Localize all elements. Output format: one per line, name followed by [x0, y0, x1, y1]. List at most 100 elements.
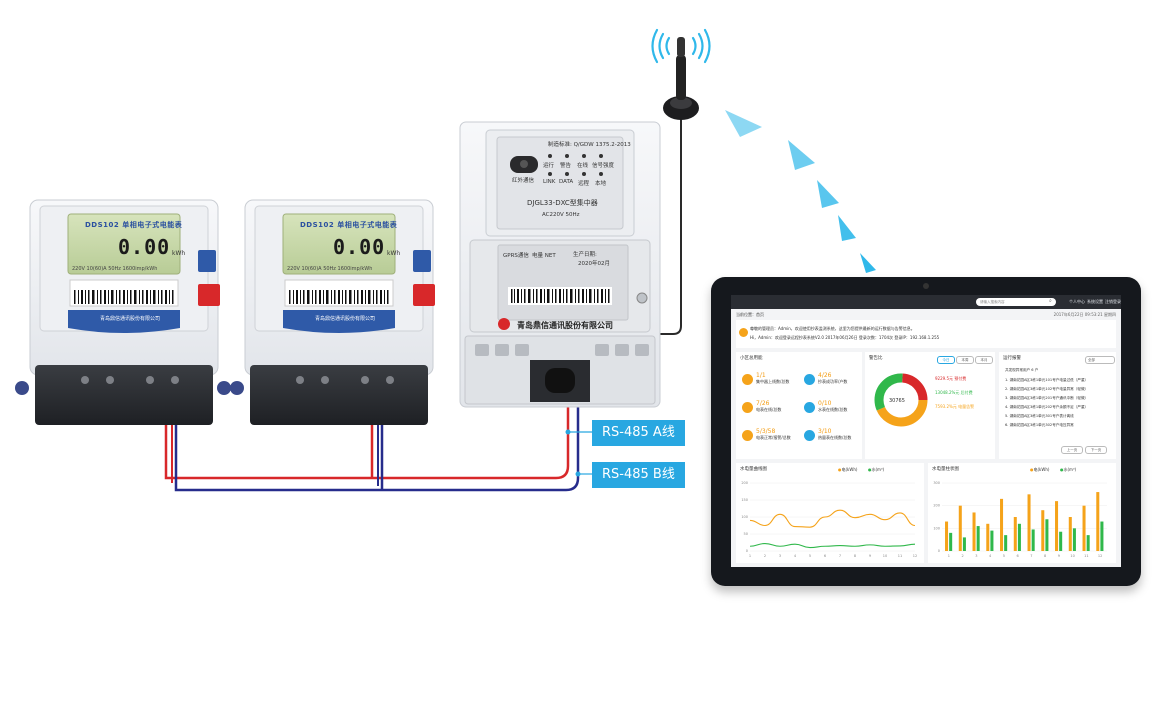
dashboard-screen: 请输入搜索内容 ⌕ 个人中心 系统设置 注销登录 当前位置：首页 2017年6月…: [731, 295, 1121, 567]
x-tick-label: 5: [809, 554, 811, 558]
meter2-maker: 青岛鼎信通讯股份有限公司: [315, 316, 376, 322]
x-tick-label: 7: [839, 554, 841, 558]
x-tick-label: 2: [962, 554, 964, 558]
date-label: 生产日期:: [573, 252, 597, 258]
y-tick-label: 300: [933, 481, 940, 485]
x-tick-label: 4: [794, 554, 797, 558]
x-tick-label: 2: [764, 554, 766, 558]
bar-0-4: [1000, 498, 1004, 551]
gprs-label: GPRS通信: [503, 253, 529, 259]
x-tick-label: 10: [1070, 554, 1074, 558]
bar-1-3: [990, 530, 994, 551]
x-tick-label: 3: [975, 554, 977, 558]
alarm-tab-today[interactable]: 今日: [937, 356, 955, 364]
concentrator-logo-icon: [498, 318, 510, 330]
bar-0-10: [1082, 505, 1086, 551]
arrow-4: [838, 215, 856, 241]
datetime: 2017年6月22日 09:53:21 星期四: [1053, 312, 1116, 317]
gprs-antenna: [651, 28, 711, 335]
run-item-6[interactable]: 6. 湖南花园A区3栋1单元302号户电压异常: [1005, 423, 1074, 427]
breadcrumb: 当前位置：首页: [736, 312, 764, 317]
notice-panel: 尊敬的管理员：Admin，欢迎使用抄表监测系统，这里为您提供最新的运行数据与告警…: [736, 320, 1116, 348]
bar-0-6: [1027, 494, 1031, 551]
concentrator-company: 青岛鼎信通讯股份有限公司: [517, 321, 613, 330]
arrow-1: [725, 110, 762, 137]
infrared-label: 红外通信: [512, 178, 535, 184]
x-tick-label: 8: [1044, 554, 1046, 558]
indicator-label-1: 运行: [543, 163, 555, 169]
bar-0-0: [945, 521, 949, 551]
stats-title: 小区总用能: [740, 356, 763, 361]
avatar: [739, 328, 748, 337]
run-item-3[interactable]: 3. 湖南花园A区3栋1单元201号户通讯中断（轻微）: [1005, 396, 1089, 400]
rs485-a-label: RS-485 A线: [592, 420, 685, 446]
indicator2-label-4: 本地: [595, 181, 607, 187]
bar-0-11: [1096, 492, 1100, 551]
bar-1-10: [1086, 535, 1090, 551]
concentrator-model: DJGL33-DXC型集中器: [527, 199, 598, 207]
meter2-spec: 220V 10(60)A 50Hz 1600imp/kWh: [287, 266, 373, 272]
y-tick-label: 200: [933, 504, 940, 508]
wire-b-blue: [174, 396, 580, 492]
bar-0-2: [972, 512, 976, 551]
y-tick-label: 50: [744, 532, 748, 536]
search-icon[interactable]: ⌕: [1049, 298, 1052, 304]
line-legend-elec: ●电(kWh): [838, 467, 858, 472]
y-tick-label: 0: [938, 549, 940, 553]
x-tick-label: 9: [869, 554, 871, 558]
bar-1-4: [1004, 535, 1008, 551]
bar-0-1: [958, 505, 962, 551]
indicator2-label-3: 远程: [578, 181, 590, 187]
concentrator-power: AC220V 50Hz: [542, 212, 580, 218]
date-value: 2020年02月: [578, 261, 610, 267]
y-tick-label: 150: [741, 498, 748, 502]
arrow-2: [788, 140, 815, 170]
series-line-1: [749, 542, 916, 549]
stat-icon-3: [742, 402, 753, 413]
stat-icon-1: [742, 374, 753, 385]
run-title: 运行报警: [1003, 356, 1021, 361]
run-item-4[interactable]: 4. 湖南花园A区3栋1单元202号户余额不足（严重）: [1005, 405, 1089, 409]
search-input[interactable]: 请输入搜索内容: [976, 298, 1056, 306]
wifi-signal-icon: [651, 28, 711, 64]
top-bar: 请输入搜索内容 ⌕ 个人中心 系统设置 注销登录: [731, 295, 1121, 309]
settings-link[interactable]: 系统设置: [1087, 299, 1103, 304]
donut-center-value: 30765: [889, 398, 905, 404]
run-filter-select[interactable]: 全部: [1085, 356, 1115, 364]
prev-page-button[interactable]: 上一页: [1061, 446, 1083, 454]
run-item-1[interactable]: 1. 湖南花园A区3栋1单元101号户电量过低（严重）: [1005, 378, 1089, 382]
next-page-button[interactable]: 下一页: [1085, 446, 1107, 454]
logout-link[interactable]: 注销登录: [1105, 299, 1121, 304]
run-item-5[interactable]: 5. 湖南花园A区3栋1单元301号户表计离线: [1005, 414, 1074, 418]
user-center-link[interactable]: 个人中心: [1069, 299, 1085, 304]
bar-1-6: [1031, 529, 1035, 551]
bar-0-7: [1041, 510, 1045, 551]
x-tick-label: 9: [1058, 554, 1060, 558]
x-tick-label: 5: [1003, 554, 1005, 558]
signal-arrows: [725, 110, 876, 273]
y-tick-label: 200: [741, 481, 748, 485]
alarm-tab-week[interactable]: 本周: [956, 356, 974, 364]
bar-1-5: [1017, 523, 1021, 551]
electric-meter-2: [230, 199, 435, 425]
meter1-maker: 青岛鼎信通讯股份有限公司: [100, 316, 161, 322]
stat-icon-5: [742, 430, 753, 441]
run-item-2[interactable]: 2. 湖南花园A区3栋1单元102号户电量异常（轻微）: [1005, 387, 1089, 391]
indicator-label-2: 警告: [560, 163, 572, 169]
alarm-tab-month[interactable]: 本月: [975, 356, 993, 364]
x-tick-label: 1: [948, 554, 950, 558]
electric-meter-1: [15, 199, 231, 425]
alarm-title: 警告比: [869, 356, 883, 361]
x-tick-label: 4: [989, 554, 992, 558]
alarm-legend-2: 13048.2%元 后付费: [935, 390, 973, 395]
bar-1-7: [1045, 519, 1049, 551]
indicator-label-3: 在线: [577, 163, 589, 169]
wire-a-red: [164, 396, 570, 480]
indicator-label-4: 信号强度: [592, 163, 615, 169]
